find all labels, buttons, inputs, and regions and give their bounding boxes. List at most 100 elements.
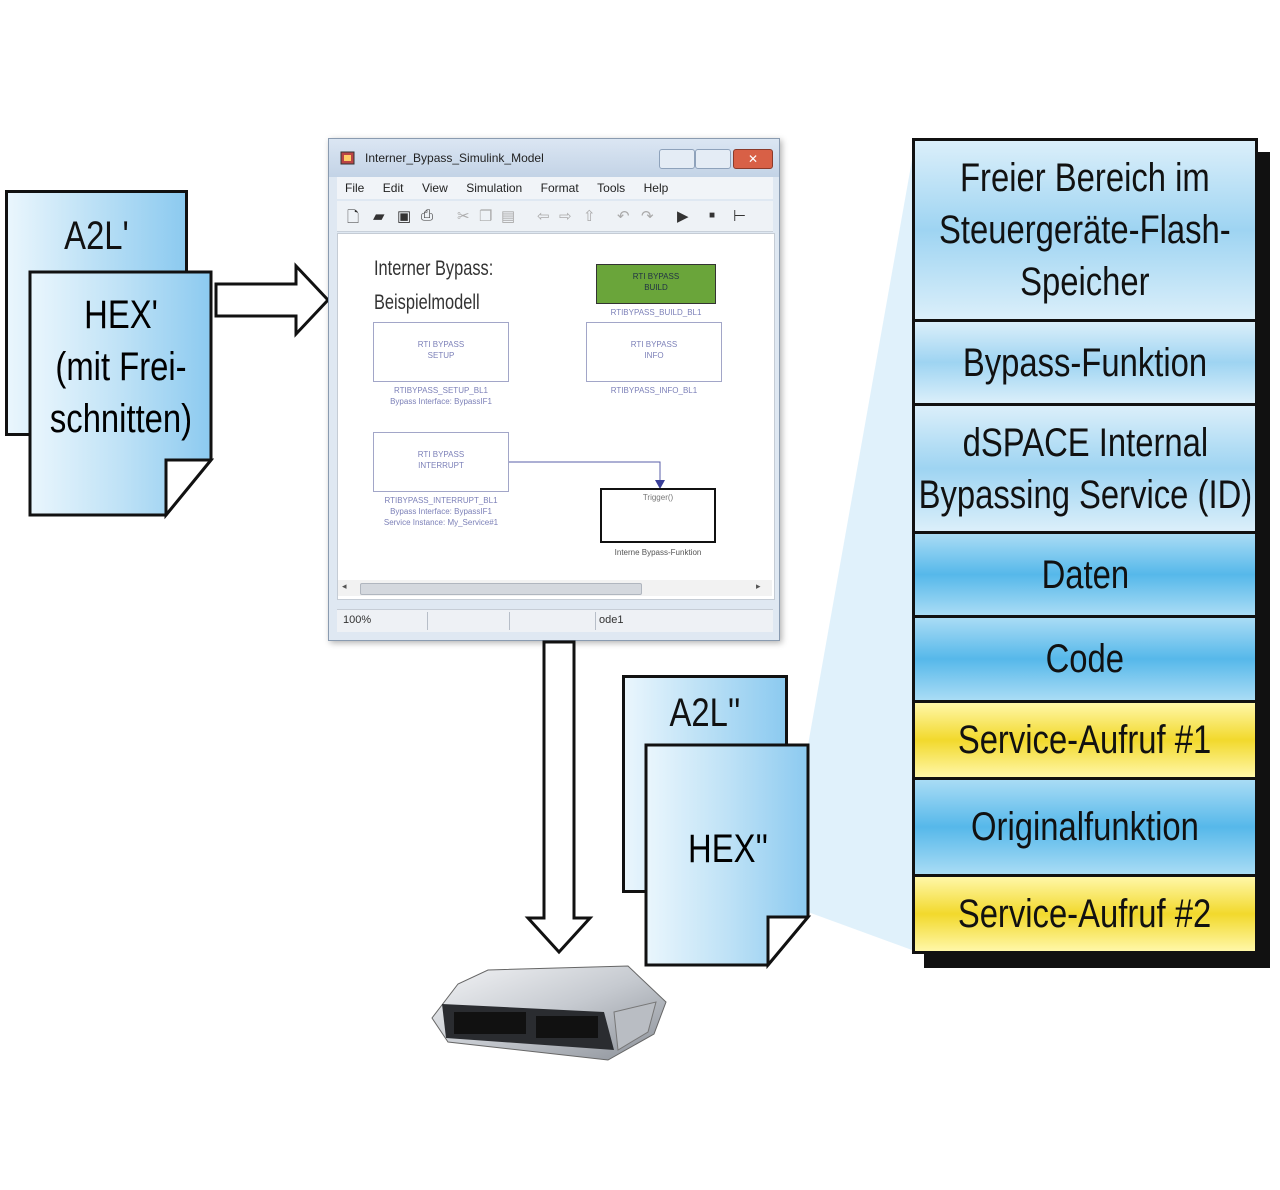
info-label-line-1: RTIBYPASS_INFO_BL1	[610, 386, 698, 395]
build-block-label: RTIBYPASS_BUILD_BL1	[586, 308, 726, 319]
simulink-app-icon	[340, 151, 355, 165]
status-divider-2	[509, 612, 510, 630]
memory-original-function: Originalfunktion	[912, 777, 1258, 877]
ecu-device-icon	[431, 965, 667, 1061]
build-block-line-1: RTI BYPASS	[632, 272, 680, 281]
menu-tools[interactable]: Tools	[597, 181, 626, 195]
scroll-left-icon[interactable]: ◂	[342, 581, 347, 591]
bypass-function-label: Bypass-Funktion	[962, 340, 1208, 385]
free-area-line-2: Steuergeräte-Flash-	[939, 208, 1231, 252]
down-arrow-icon	[524, 640, 594, 955]
memory-data: Daten	[912, 531, 1258, 618]
open-folder-icon[interactable]: ▰	[373, 208, 385, 225]
memory-free-area: Freier Bereich im Steuergeräte-Flash- Sp…	[912, 138, 1258, 322]
setup-block-line-2: SETUP	[427, 351, 455, 361]
menu-simulation[interactable]: Simulation	[466, 181, 523, 195]
horizontal-scrollbar[interactable]: ◂ ▸	[338, 580, 772, 596]
scroll-right-icon[interactable]: ▸	[756, 581, 761, 591]
menu-format[interactable]: Format	[540, 181, 579, 195]
rti-bypass-build-block[interactable]: RTI BYPASS BUILD	[596, 264, 716, 304]
solver-name: ode1	[599, 614, 624, 626]
setup-label-line-2: Bypass Interface: BypassIF1	[390, 396, 492, 406]
simulink-window: Interner_Bypass_Simulink_Model ✕ File Ed…	[328, 138, 780, 641]
memory-internal-bypassing-service: dSPACE Internal Bypassing Service (ID)	[912, 403, 1258, 534]
rti-bypass-setup-block[interactable]: RTI BYPASS SETUP	[373, 322, 509, 382]
hex-prime-line-1: HEX'	[84, 293, 158, 337]
interrupt-block-label: RTIBYPASS_INTERRUPT_BL1 Bypass Interface…	[351, 496, 531, 528]
back-icon[interactable]: ⇦	[537, 208, 550, 225]
hex-double-prime-document	[644, 743, 812, 969]
status-divider-1	[427, 612, 428, 630]
model-canvas[interactable]: Interner Bypass: Beispielmodell RTI BYPA…	[337, 233, 775, 600]
internal-service-line-2: Bypassing Service (ID)	[918, 472, 1252, 517]
menu-bar: File Edit View Simulation Format Tools H…	[337, 177, 773, 199]
undo-icon[interactable]: ↶	[617, 208, 630, 225]
minimize-button[interactable]	[659, 149, 695, 169]
build-label-line-1: RTIBYPASS_BUILD_BL1	[610, 308, 702, 317]
hex-prime-label-group: HEX' (mit Frei- schnitten)	[28, 292, 214, 442]
setup-block-line-1: RTI BYPASS	[417, 340, 465, 349]
info-block-line-2: INFO	[644, 351, 664, 361]
status-bar: 100% ode1	[337, 609, 773, 632]
free-area-line-3: Speicher	[1020, 260, 1150, 304]
close-button[interactable]: ✕	[733, 149, 773, 169]
rti-bypass-info-block[interactable]: RTI BYPASS INFO	[586, 322, 722, 382]
service-call-2-label: Service-Aufruf #2	[958, 892, 1212, 936]
internal-service-line-1: dSPACE Internal	[962, 420, 1208, 465]
build-block-line-2: BUILD	[644, 283, 668, 293]
status-divider-3	[595, 612, 596, 630]
menu-file[interactable]: File	[345, 181, 365, 195]
hex-double-prime-label-wrap: HEX''	[644, 826, 812, 872]
stop-icon[interactable]: ■	[709, 210, 716, 221]
function-block-label: Interne Bypass-Funktion	[578, 548, 738, 559]
paste-icon[interactable]: ▤	[501, 208, 516, 225]
code-label: Code	[1045, 637, 1125, 681]
interrupt-block-line-1: RTI BYPASS	[417, 450, 465, 459]
service-call-1-label: Service-Aufruf #1	[958, 718, 1212, 762]
print-icon[interactable]: ⎙	[421, 207, 434, 224]
cut-icon[interactable]: ✂	[457, 208, 470, 225]
step-icon[interactable]: ⊢	[733, 208, 747, 225]
close-icon: ✕	[747, 152, 759, 166]
hex-double-prime-label: HEX''	[688, 827, 768, 871]
menu-view[interactable]: View	[421, 181, 448, 195]
menu-edit[interactable]: Edit	[382, 181, 404, 195]
a2l-prime-label: A2L'	[64, 214, 129, 258]
function-block-trigger: Trigger()	[642, 493, 674, 502]
menu-help[interactable]: Help	[643, 181, 669, 195]
memory-bypass-function: Bypass-Funktion	[912, 319, 1258, 406]
scrollbar-thumb[interactable]	[360, 583, 642, 595]
setup-block-label: RTIBYPASS_SETUP_BL1 Bypass Interface: By…	[361, 386, 521, 408]
interrupt-label-line-2: Bypass Interface: BypassIF1	[390, 506, 492, 516]
toolbar: 🗋 ▰ ▣ ⎙ ✂ ❐ ▤ ⇦ ⇨ ⇧ ↶ ↷ ▶ ■ ⊢	[337, 201, 773, 232]
hex-prime-line-3: schnitten)	[49, 397, 193, 441]
info-block-label: RTIBYPASS_INFO_BL1	[574, 386, 734, 397]
memory-service-call-2: Service-Aufruf #2	[912, 874, 1258, 954]
forward-icon[interactable]: ⇨	[559, 208, 572, 225]
info-block-line-1: RTI BYPASS	[630, 340, 678, 349]
model-heading-line-1: Interner Bypass:	[374, 257, 494, 280]
bypass-function-block[interactable]: Trigger()	[600, 488, 716, 543]
rti-bypass-interrupt-block[interactable]: RTI BYPASS INTERRUPT	[373, 432, 509, 492]
window-title: Interner_Bypass_Simulink_Model	[365, 151, 544, 165]
trigger-signal-line	[509, 461, 665, 489]
function-label-line-1: Interne Bypass-Funktion	[614, 548, 702, 557]
right-arrow-icon	[214, 262, 331, 338]
flash-memory-stack: Freier Bereich im Steuergeräte-Flash- Sp…	[912, 138, 1258, 954]
hex-prime-document	[28, 270, 214, 520]
free-area-line-1: Freier Bereich im	[960, 156, 1210, 200]
copy-icon[interactable]: ❐	[479, 208, 493, 225]
zoom-level: 100%	[343, 614, 372, 626]
save-icon[interactable]: ▣	[397, 208, 412, 225]
a2l-double-prime-label: A2L''	[669, 691, 741, 735]
redo-icon[interactable]: ↷	[641, 208, 654, 225]
memory-code: Code	[912, 615, 1258, 703]
new-file-icon[interactable]: 🗋	[347, 209, 360, 226]
window-titlebar: Interner_Bypass_Simulink_Model ✕	[329, 139, 779, 177]
up-icon[interactable]: ⇧	[583, 208, 596, 225]
maximize-button[interactable]	[695, 149, 731, 169]
model-heading: Interner Bypass: Beispielmodell	[374, 252, 527, 320]
interrupt-block-line-2: INTERRUPT	[418, 461, 464, 471]
play-icon[interactable]: ▶	[677, 208, 689, 225]
